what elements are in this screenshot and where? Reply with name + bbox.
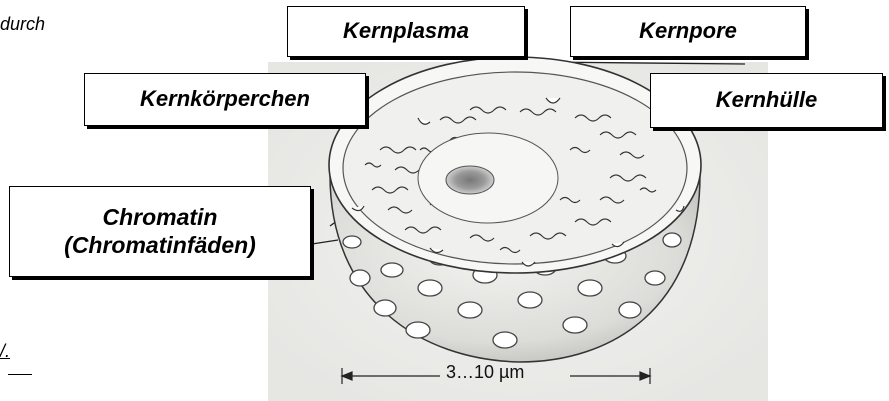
side-underline	[8, 374, 32, 375]
scale-label: 3…10 µm	[446, 362, 524, 383]
nucleolus	[446, 166, 494, 194]
label-kernkoerperchen: Kernkörperchen	[84, 73, 366, 126]
side-text-top: durch	[0, 14, 45, 35]
label-chromatin: Chromatin (Chromatinfäden)	[9, 186, 311, 277]
label-kernpore: Kernpore	[570, 6, 806, 57]
label-kernhuelle: Kernhülle	[650, 73, 883, 128]
side-text-bottom: /.	[0, 341, 10, 362]
label-kernplasma: Kernplasma	[287, 6, 525, 57]
